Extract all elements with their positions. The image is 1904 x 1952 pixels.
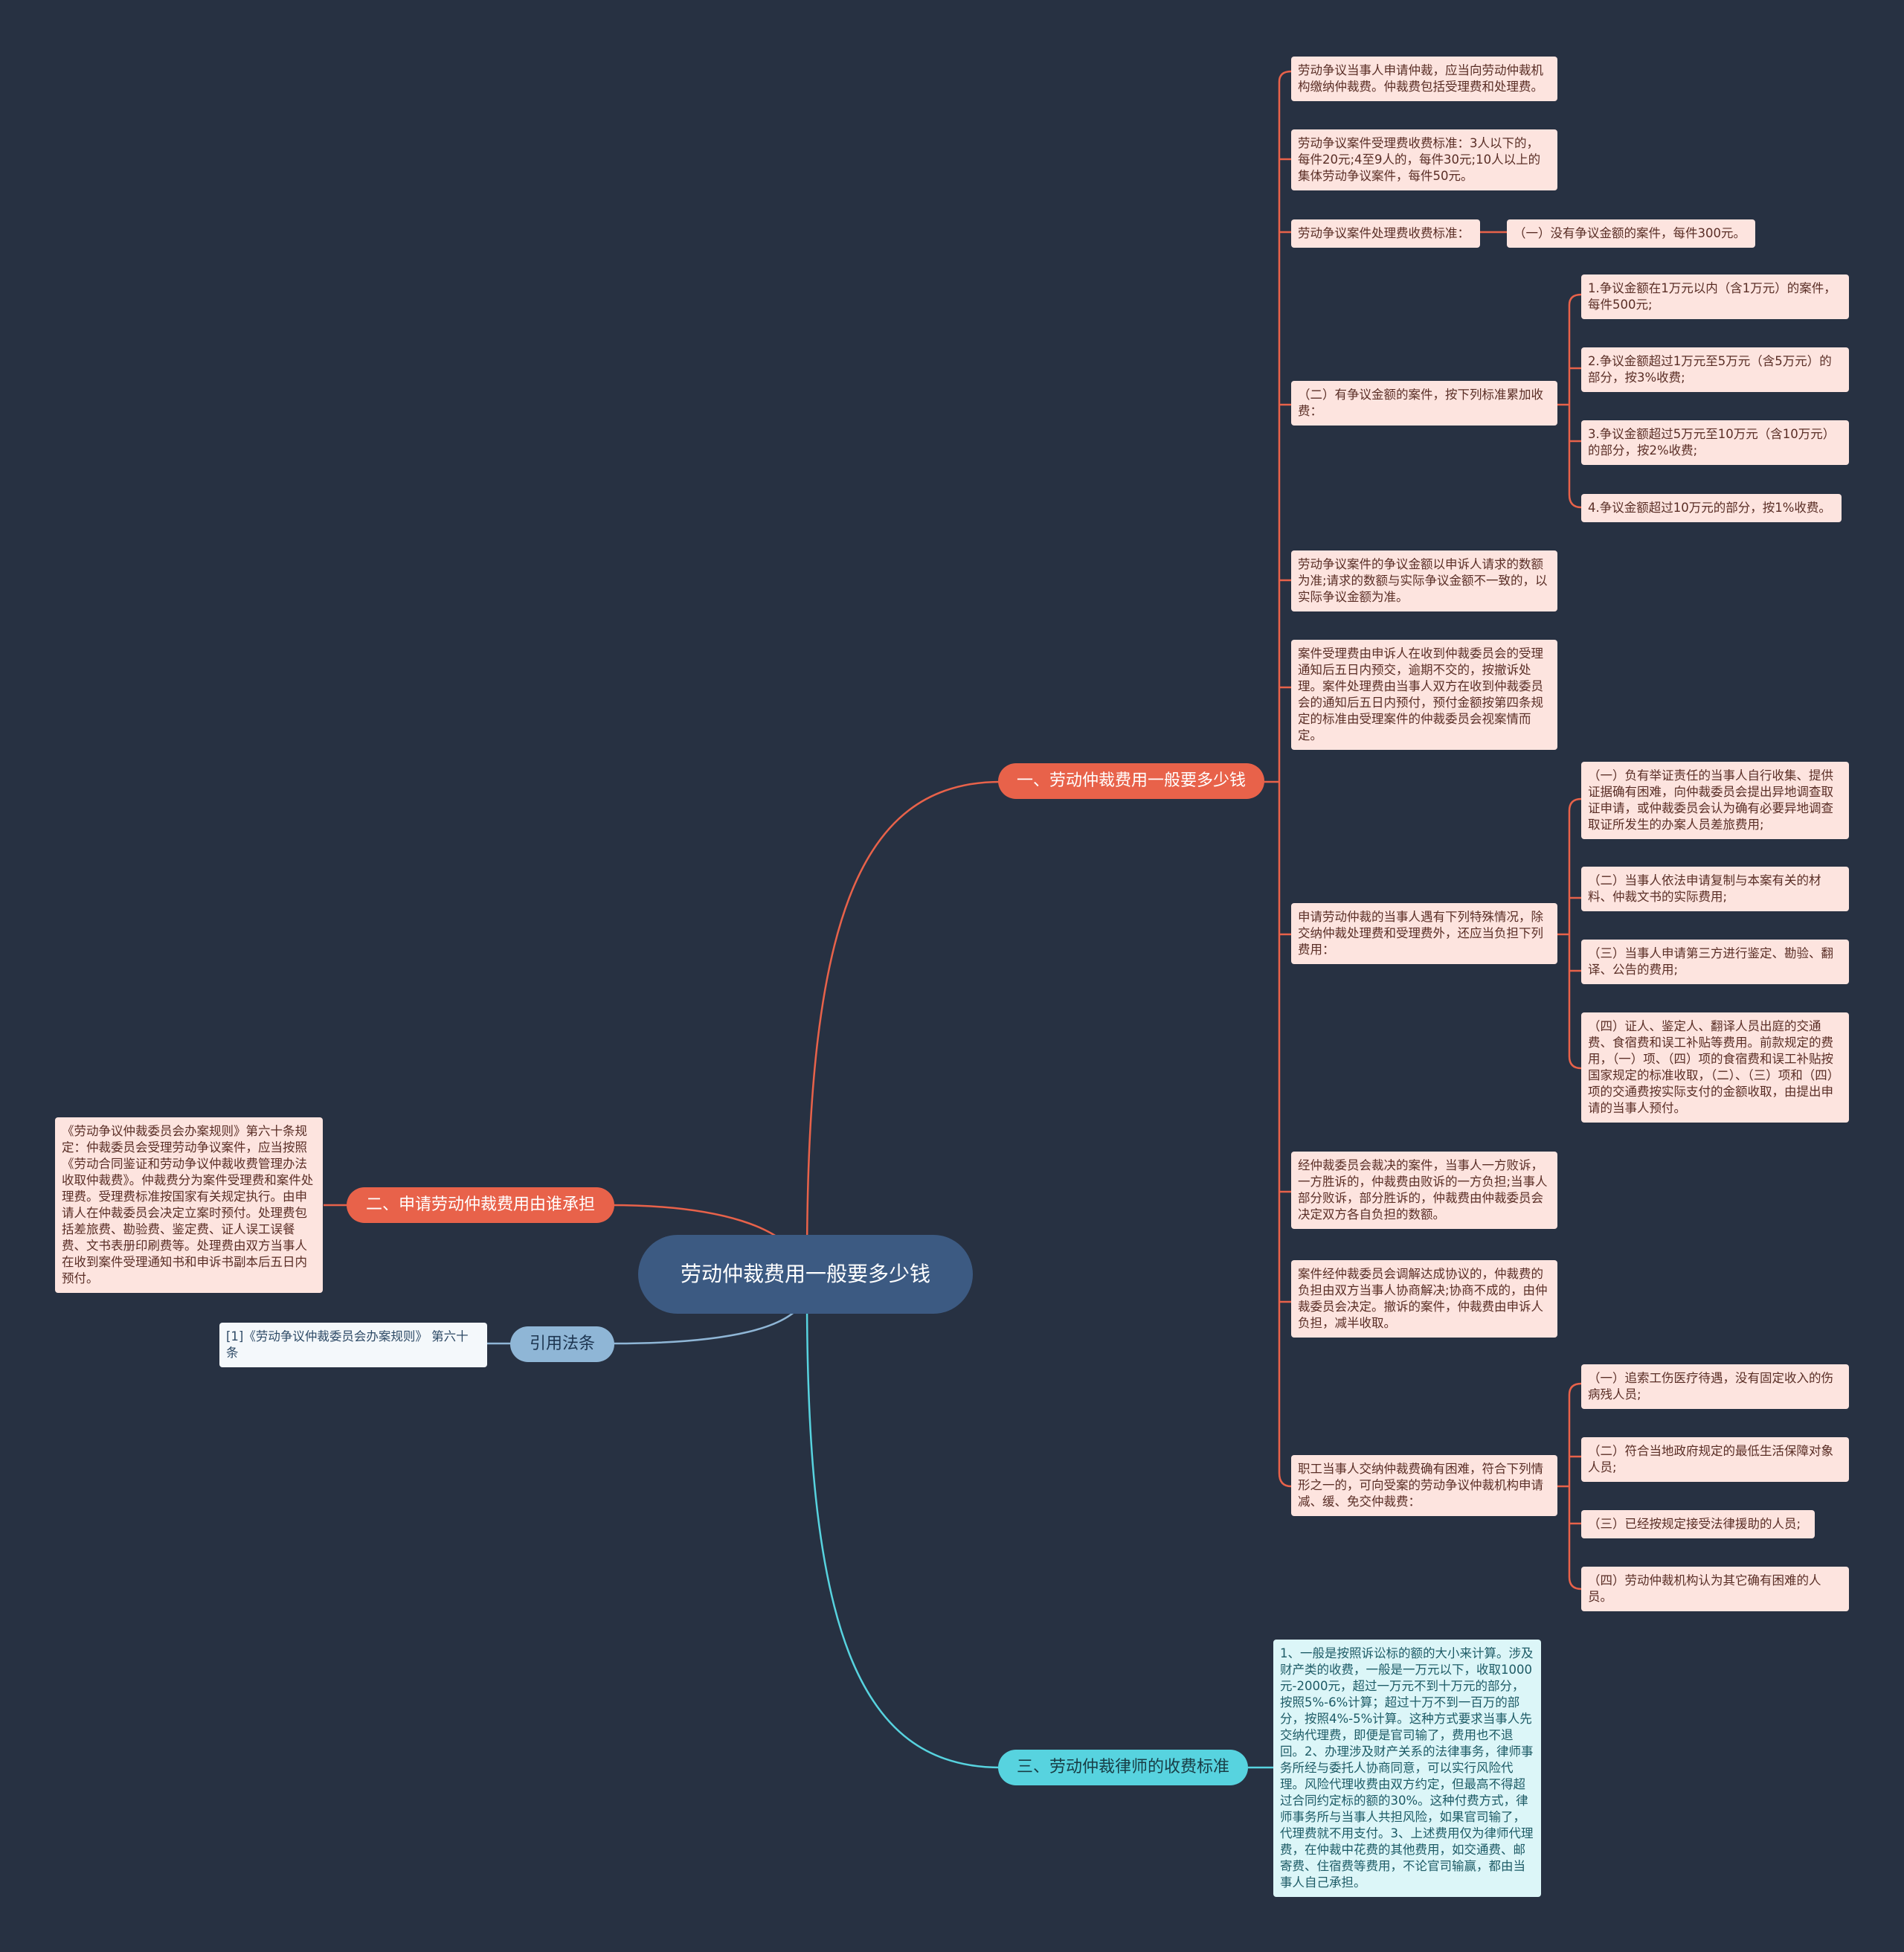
special-cases-intro: 申请劳动仲裁的当事人遇有下列特殊情况，除交纳仲裁处理费和受理费外，还应当负担下列… bbox=[1291, 903, 1557, 964]
hardship-case-2: （二）符合当地政府规定的最低生活保障对象人员; bbox=[1581, 1437, 1849, 1482]
hardship-case-3: （三）已经按规定接受法律援助的人员; bbox=[1581, 1510, 1815, 1538]
no-amount-case: （一）没有争议金额的案件，每件300元。 bbox=[1507, 219, 1755, 248]
special-case-3: （三）当事人申请第三方进行鉴定、勘验、翻译、公告的费用; bbox=[1581, 940, 1849, 984]
hardship-bracket bbox=[1557, 1382, 1582, 1590]
amount-tier-1: 1.争议金额在1万元以内（含1万元）的案件，每件500元; bbox=[1581, 274, 1849, 319]
branch-who-pays[interactable]: 二、申请劳动仲裁费用由谁承担 bbox=[347, 1187, 614, 1223]
branch1-trunk bbox=[1264, 82, 1281, 1473]
hardship-intro: 职工当事人交纳仲裁费确有困难，符合下列情形之一的，可向受案的劳动争议仲裁机构申请… bbox=[1291, 1455, 1557, 1516]
award-cost-allocation: 经仲裁委员会裁决的案件，当事人一方败诉，一方胜诉的，仲裁费由败诉的一方负担;当事… bbox=[1291, 1152, 1557, 1229]
hardship-case-4: （四）劳动仲裁机构认为其它确有困难的人员。 bbox=[1581, 1567, 1849, 1611]
special-case-1: （一）负有举证责任的当事人自行收集、提供证据确有困难，向仲裁委员会提出异地调查取… bbox=[1581, 762, 1849, 839]
special-case-4: （四）证人、鉴定人、翻译人员出庭的交通费、食宿费和误工补贴等费用。前款规定的费用… bbox=[1581, 1012, 1849, 1123]
branch-lawyer-fee[interactable]: 三、劳动仲裁律师的收费标准 bbox=[998, 1750, 1248, 1785]
amount-bracket bbox=[1557, 293, 1582, 509]
who-pays-text: 《劳动争议仲裁委员会办案规则》第六十条规定：仲裁委员会受理劳动争议案件，应当按照… bbox=[55, 1117, 323, 1293]
with-amount-case: （二）有争议金额的案件，按下列标准累加收费： bbox=[1291, 381, 1557, 426]
mediation-cost-allocation: 案件经仲裁委员会调解达成协议的，仲裁费的负担由双方当事人协商解决;协商不成的，由… bbox=[1291, 1260, 1557, 1338]
link-root-branch3 bbox=[805, 1294, 1001, 1769]
special-case-2: （二）当事人依法申请复制与本案有关的材料、仲裁文书的实际费用; bbox=[1581, 867, 1849, 911]
amount-tier-2: 2.争议金额超过1万元至5万元（含5万元）的部分，按3%收费; bbox=[1581, 347, 1849, 392]
link-root-branch1 bbox=[805, 780, 1001, 1265]
root-topic[interactable]: 劳动仲裁费用一般要多少钱 bbox=[638, 1235, 973, 1314]
hardship-case-1: （一）追索工伤医疗待遇，没有固定收入的伤病残人员; bbox=[1581, 1364, 1849, 1409]
lawyer-fee-text: 1、一般是按照诉讼标的额的大小来计算。涉及财产类的收费，一般是一万元以下，收取1… bbox=[1273, 1640, 1541, 1897]
branch-citation[interactable]: 引用法条 bbox=[510, 1326, 614, 1362]
special-bracket bbox=[1557, 797, 1582, 1070]
processing-fee-standard: 劳动争议案件处理费收费标准： bbox=[1291, 219, 1480, 248]
amount-tier-3: 3.争议金额超过5万元至10万元（含10万元）的部分，按2%收费; bbox=[1581, 420, 1849, 465]
amount-tier-4: 4.争议金额超过10万元的部分，按1%收费。 bbox=[1581, 494, 1842, 522]
branch-fee-amount[interactable]: 一、劳动仲裁费用一般要多少钱 bbox=[998, 763, 1264, 799]
fee-payment-deadline: 案件受理费由申诉人在收到仲裁委员会的受理通知后五日内预交，逾期不交的，按撤诉处理… bbox=[1291, 640, 1557, 750]
fee-intro: 劳动争议当事人申请仲裁，应当向劳动仲裁机构缴纳仲裁费。仲裁费包括受理费和处理费。 bbox=[1291, 57, 1557, 101]
dispute-amount-rule: 劳动争议案件的争议金额以申诉人请求的数额为准;请求的数额与实际争议金额不一致的，… bbox=[1291, 550, 1557, 611]
citation-text: [1]《劳动争议仲裁委员会办案规则》 第六十条 bbox=[219, 1323, 487, 1367]
acceptance-fee-standard: 劳动争议案件受理费收费标准：3人以下的，每件20元;4至9人的，每件30元;10… bbox=[1291, 129, 1557, 190]
branch1-ticks bbox=[1278, 70, 1292, 1488]
